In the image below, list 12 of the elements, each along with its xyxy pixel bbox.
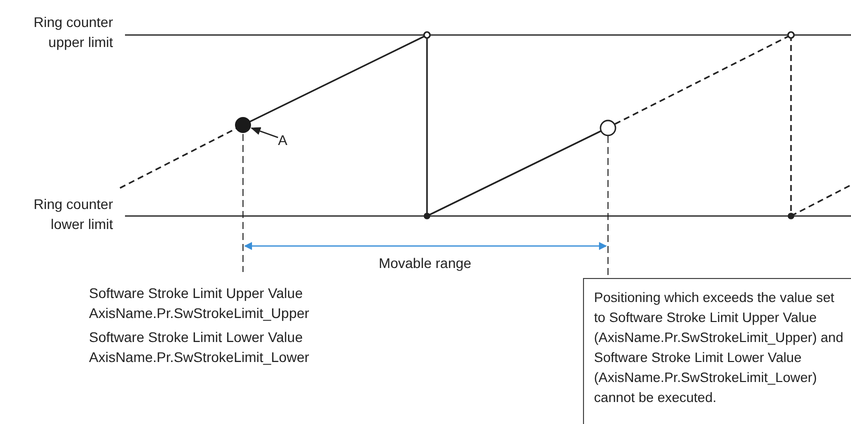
parameter-label: Software Stroke Limit Upper Value <box>89 284 303 303</box>
parameter-name: AxisName.Pr.SwStrokeLimit_Upper <box>89 304 310 323</box>
parameter-label: Software Stroke Limit Lower Value <box>89 328 303 347</box>
dimension-label: Movable range <box>378 254 472 273</box>
limit-label: Ring counter upper limit <box>32 13 113 52</box>
parameter-name: AxisName.Pr.SwStrokeLimit_Lower <box>89 348 310 367</box>
note-text: Positioning which exceeds the value set to Software Stroke Limit Upper Value (AxisName.Pr.SwStrokeLimit_Upper) and Software Stroke Limit Lower Value (AxisName.Pr.SwStrokeLimit_Lower) cannot be executed. <box>594 289 844 407</box>
point-label: A <box>278 130 292 150</box>
note-box <box>583 278 851 424</box>
limit-label: Ring counter lower limit <box>32 195 113 234</box>
position-dot <box>235 117 251 133</box>
leader-line <box>250 127 278 138</box>
